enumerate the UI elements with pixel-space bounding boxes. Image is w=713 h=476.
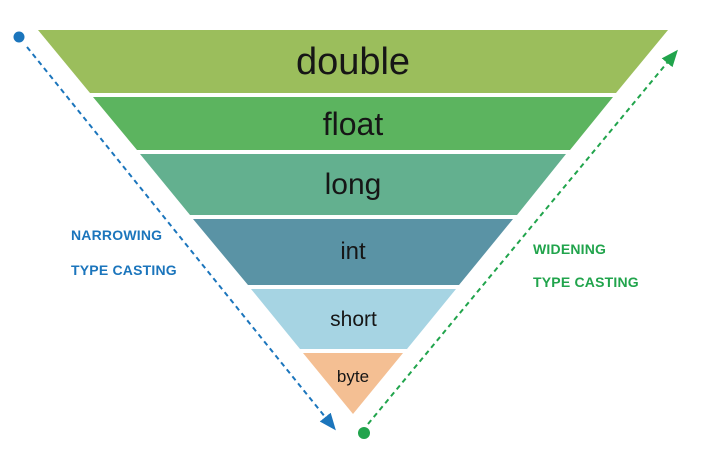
narrowing-arrow bbox=[26, 46, 336, 431]
layer-label-int: int bbox=[340, 238, 366, 265]
layer-label-short: short bbox=[330, 307, 377, 331]
pyramid-layer-float: float bbox=[93, 97, 613, 150]
pyramid-layer-int: int bbox=[193, 219, 513, 285]
layer-label-long: long bbox=[324, 167, 382, 201]
layer-label-double: double bbox=[295, 40, 411, 83]
pyramid-layer-long: long bbox=[140, 154, 566, 215]
widening-type-casting-label: WIDENING TYPE CASTING bbox=[533, 241, 639, 290]
widening-label-line1: WIDENING bbox=[533, 241, 607, 257]
narrowing-label-line1: NARROWING bbox=[71, 227, 163, 243]
narrowing-label-line2: TYPE CASTING bbox=[71, 262, 177, 278]
widening-label-line2: TYPE CASTING bbox=[533, 274, 639, 290]
narrowing-type-casting-label: NARROWING TYPE CASTING bbox=[71, 227, 177, 278]
widening-start-dot bbox=[358, 427, 370, 439]
pyramid-layer-double: double bbox=[38, 30, 668, 93]
layer-label-byte: byte bbox=[336, 367, 370, 386]
layer-label-float: float bbox=[322, 105, 384, 142]
narrowing-start-dot bbox=[13, 31, 25, 43]
